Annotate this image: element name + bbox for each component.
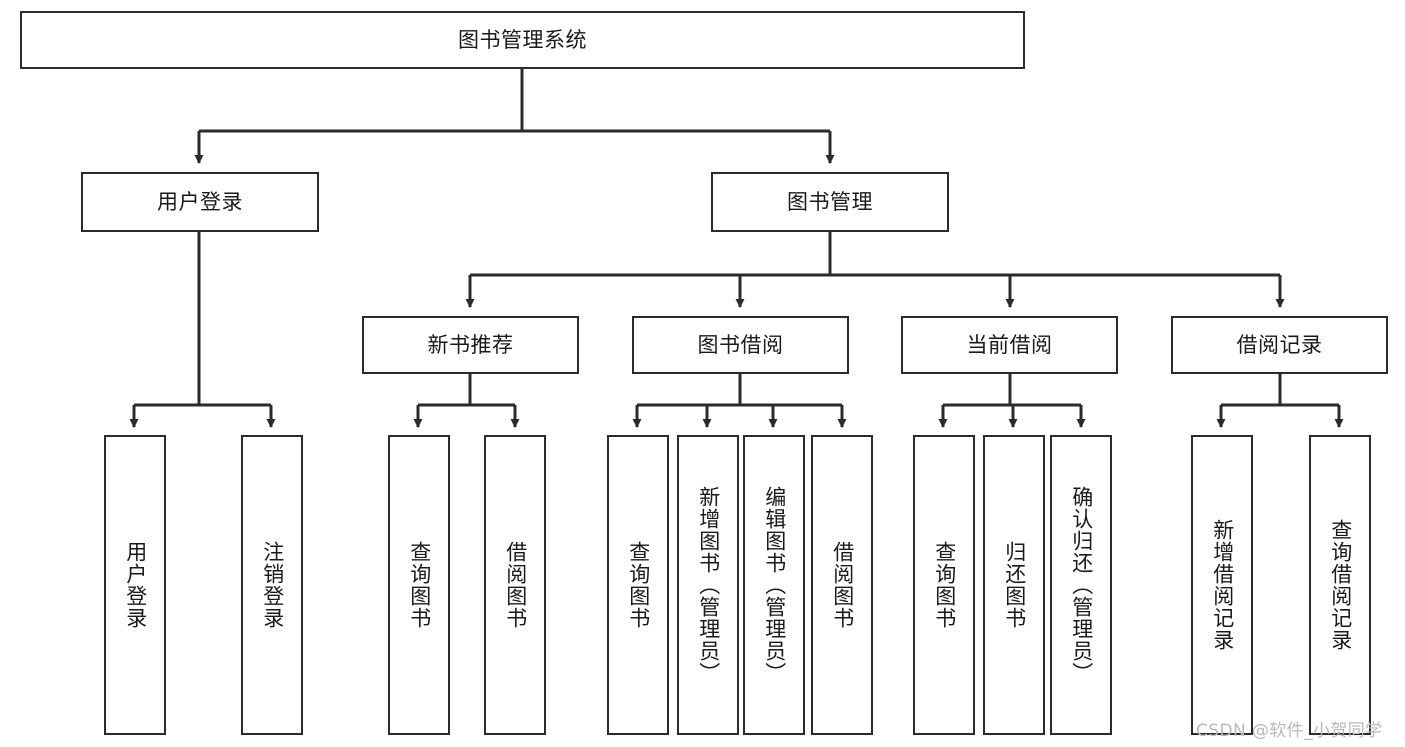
node-borrow-record[interactable]: 借阅记录 <box>1171 316 1388 374</box>
leaf-query-record[interactable]: 查询借阅记录 <box>1309 435 1371 735</box>
leaf-query-book-3[interactable]: 查询图书 <box>913 435 975 735</box>
csdn-watermark: CSDN @软件_小贺同学 <box>1196 721 1383 741</box>
leaf-borrow-book-1-label: 借阅图书 <box>503 541 528 629</box>
node-book-borrow-label: 图书借阅 <box>697 332 784 357</box>
leaf-query-book-1-label: 查询图书 <box>407 541 432 629</box>
leaf-confirm-return-label: 确认归还（管理员） <box>1069 486 1094 684</box>
node-root[interactable]: 图书管理系统 <box>20 11 1025 69</box>
node-root-label: 图书管理系统 <box>458 27 587 52</box>
leaf-edit-book[interactable]: 编辑图书（管理员） <box>743 435 805 735</box>
leaf-confirm-return[interactable]: 确认归还（管理员） <box>1050 435 1112 735</box>
leaf-add-record[interactable]: 新增借阅记录 <box>1191 435 1253 735</box>
leaf-borrow-book-2-label: 借阅图书 <box>830 541 855 629</box>
leaf-logout-login[interactable]: 注销登录 <box>241 435 303 735</box>
leaf-query-book-2[interactable]: 查询图书 <box>607 435 669 735</box>
node-book-borrow[interactable]: 图书借阅 <box>632 316 849 374</box>
node-borrow-record-label: 借阅记录 <box>1236 332 1323 357</box>
leaf-return-book-label: 归还图书 <box>1002 541 1027 629</box>
leaf-add-book-label: 新增图书（管理员） <box>696 486 721 684</box>
leaf-query-book-1[interactable]: 查询图书 <box>388 435 450 735</box>
leaf-query-book-2-label: 查询图书 <box>626 541 651 629</box>
node-user-login-label: 用户登录 <box>157 189 243 214</box>
node-book-manage[interactable]: 图书管理 <box>711 172 949 232</box>
node-new-book-recommend[interactable]: 新书推荐 <box>362 316 579 374</box>
node-user-login[interactable]: 用户登录 <box>81 172 319 232</box>
leaf-query-record-label: 查询借阅记录 <box>1328 519 1353 651</box>
node-new-book-recommend-label: 新书推荐 <box>427 332 514 357</box>
leaf-borrow-book-2[interactable]: 借阅图书 <box>811 435 873 735</box>
node-book-manage-label: 图书管理 <box>787 189 873 214</box>
leaf-return-book[interactable]: 归还图书 <box>983 435 1045 735</box>
leaf-query-book-3-label: 查询图书 <box>932 541 957 629</box>
node-current-borrow-label: 当前借阅 <box>966 332 1053 357</box>
leaf-user-login-label: 用户登录 <box>123 541 148 629</box>
node-current-borrow[interactable]: 当前借阅 <box>901 316 1118 374</box>
leaf-add-book[interactable]: 新增图书（管理员） <box>677 435 739 735</box>
leaf-user-login[interactable]: 用户登录 <box>104 435 166 735</box>
leaf-add-record-label: 新增借阅记录 <box>1210 519 1235 651</box>
leaf-borrow-book-1[interactable]: 借阅图书 <box>484 435 546 735</box>
leaf-logout-login-label: 注销登录 <box>260 541 285 629</box>
leaf-edit-book-label: 编辑图书（管理员） <box>762 486 787 684</box>
